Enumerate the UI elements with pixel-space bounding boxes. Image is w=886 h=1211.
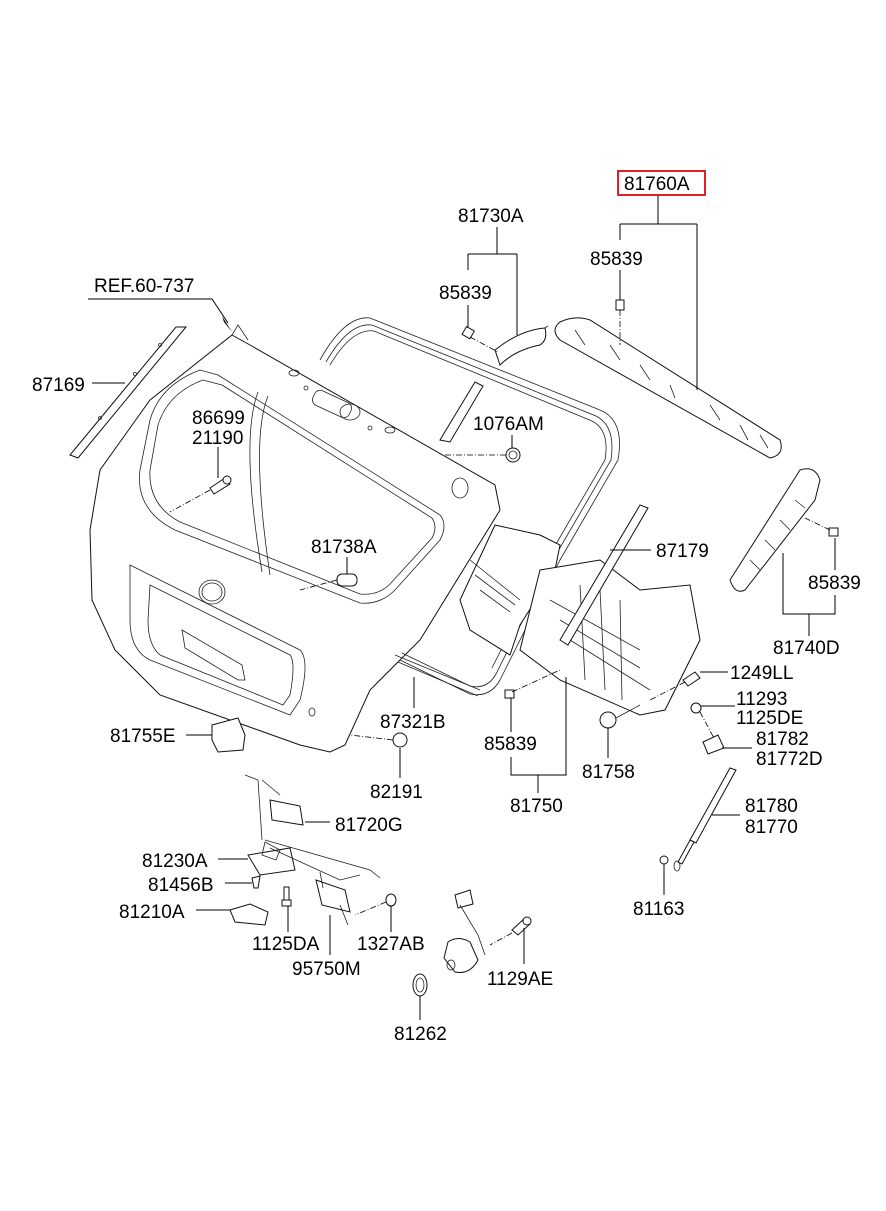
label-85839-d[interactable]: 85839 [484,734,537,755]
label-81262[interactable]: 81262 [394,1024,447,1045]
label-81780[interactable]: 81780 [745,796,798,817]
label-85839-b[interactable]: 85839 [590,249,643,270]
label-1327AB[interactable]: 1327AB [357,934,425,955]
lock-assembly [211,717,532,997]
label-81770[interactable]: 81770 [745,817,798,838]
label-81760A[interactable]: 81760A [624,174,690,195]
label-1125DE[interactable]: 1125DE [736,708,803,729]
label-81210A[interactable]: 81210A [119,902,185,923]
leader-lines [88,194,836,1020]
label-81758[interactable]: 81758 [582,762,635,783]
label-81720G[interactable]: 81720G [335,815,403,836]
highlight-box [617,170,706,196]
label-81456B[interactable]: 81456B [148,875,214,896]
label-1249LL[interactable]: 1249LL [730,663,793,684]
part-81780-gas-strut [673,767,737,872]
part-81740D-trim [729,468,821,592]
part-81750-trim-panel [459,524,701,716]
label-81782[interactable]: 81782 [756,729,809,750]
label-1076AM[interactable]: 1076AM [473,414,544,435]
label-21190[interactable]: 21190 [192,428,243,449]
part-81730A-trim [439,327,547,443]
part-81760A-trim [542,317,782,459]
label-81730A[interactable]: 81730A [458,206,524,227]
label-95750M[interactable]: 95750M [292,959,361,980]
label-81772D[interactable]: 81772D [756,749,823,770]
label-87179[interactable]: 87179 [656,541,709,562]
label-82191[interactable]: 82191 [370,782,423,803]
fasteners [169,299,839,865]
label-1129AE[interactable]: 1129AE [487,969,553,990]
label-ref[interactable]: REF.60-737 [94,276,194,297]
label-81755E[interactable]: 81755E [110,726,176,747]
label-87321B[interactable]: 87321B [380,712,446,733]
label-85839-c[interactable]: 85839 [808,573,861,594]
label-81163[interactable]: 81163 [633,899,684,920]
label-1125DA[interactable]: 1125DA [252,934,320,955]
part-labels: REF.60-737 87169 86699 21190 81730A 8583… [32,170,861,1045]
label-86699[interactable]: 86699 [192,408,245,429]
part-87169-molding [69,326,188,459]
label-81740D[interactable]: 81740D [773,638,840,659]
label-85839-a[interactable]: 85839 [439,283,492,304]
label-11293[interactable]: 11293 [736,689,787,710]
label-81230A[interactable]: 81230A [142,851,208,872]
label-81750[interactable]: 81750 [510,796,563,817]
label-87169[interactable]: 87169 [32,375,85,396]
label-81738A[interactable]: 81738A [311,537,377,558]
tailgate-panel [89,324,501,753]
